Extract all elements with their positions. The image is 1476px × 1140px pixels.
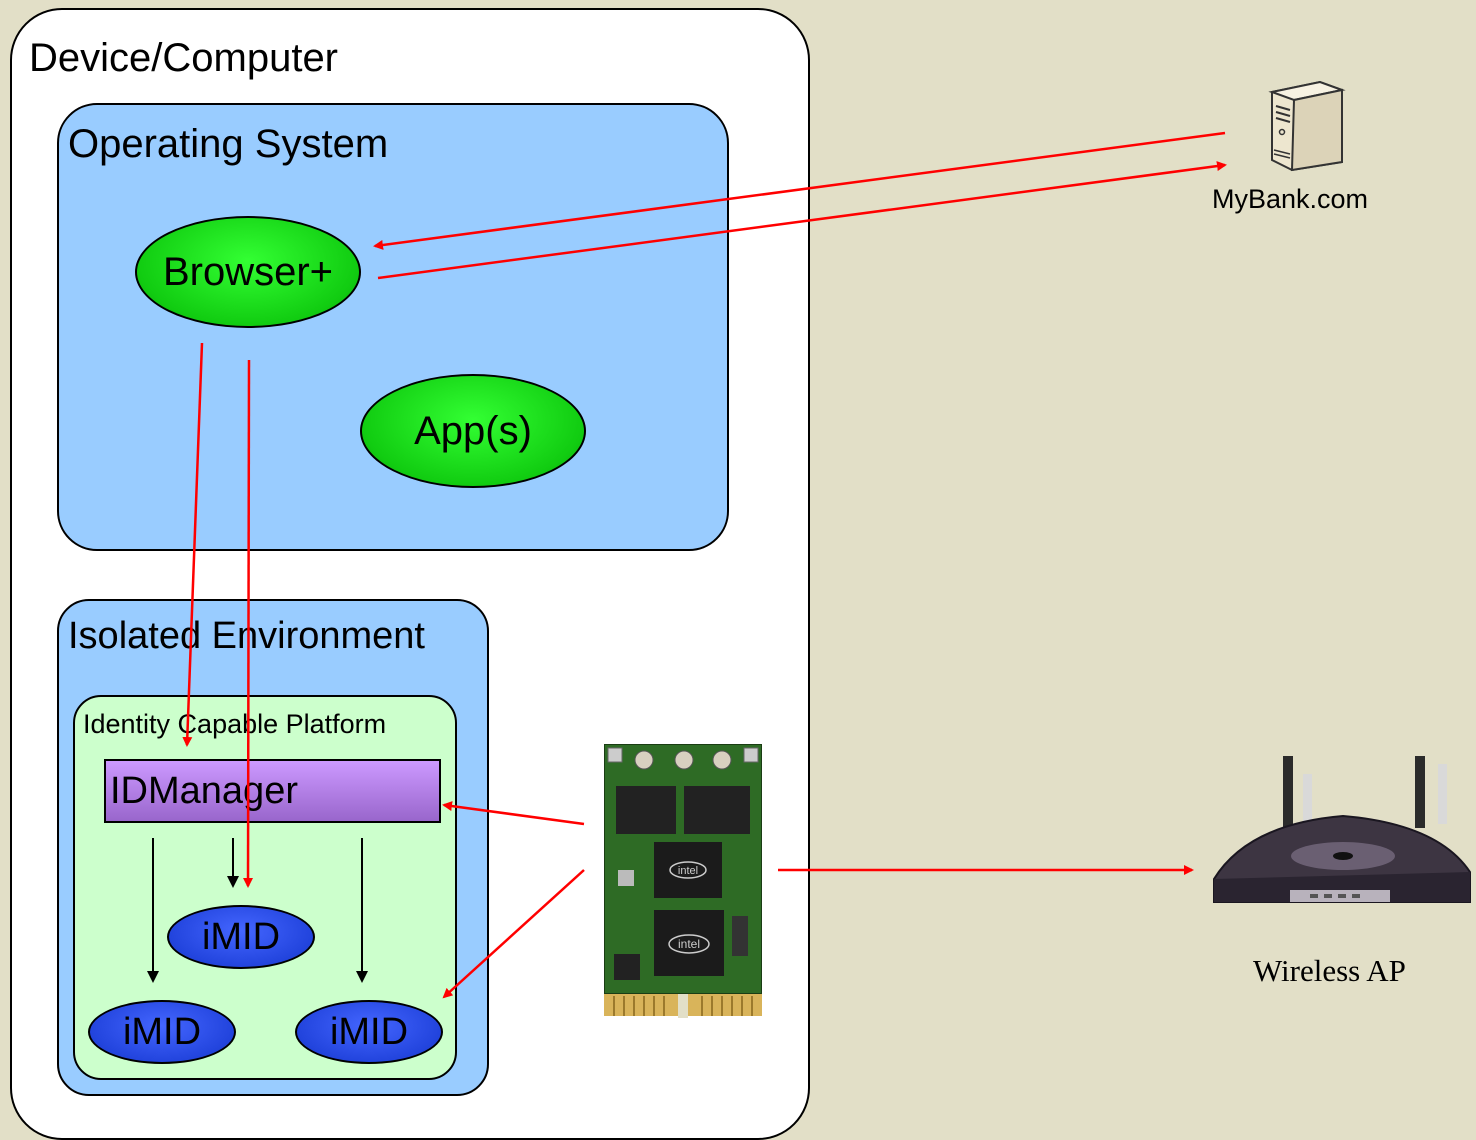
id-manager-box: IDManager: [104, 759, 441, 823]
isolated-label: Isolated Environment: [68, 615, 425, 657]
arrow-browser-to-imid: [243, 359, 254, 888]
imid-label: iMID: [122, 1010, 202, 1053]
device-label: Device/Computer: [29, 36, 339, 80]
apps-node: App(s): [360, 374, 586, 488]
imid-node-left: iMID: [88, 1000, 236, 1064]
wireless-router-icon: [1213, 756, 1471, 903]
arrow-browser-to-server: [377, 161, 1227, 280]
apps-label: App(s): [414, 408, 532, 453]
platform-label: Identity Capable Platform: [83, 709, 387, 739]
os-label: Operating System: [68, 122, 389, 166]
operating-system-box: Operating System: [57, 103, 729, 551]
arrow-server-to-browser: [373, 131, 1226, 250]
svg-text:intel: intel: [678, 865, 698, 877]
wireless-card-icon: intel intel: [604, 744, 762, 1018]
imid-node-right: iMID: [295, 1000, 443, 1064]
arrow-browser-to-idmanager: [182, 342, 204, 747]
svg-text:intel: intel: [678, 937, 700, 951]
imid-label: iMID: [201, 915, 281, 958]
server-label: MyBank.com: [1212, 184, 1369, 214]
server-tower-icon: [1268, 80, 1346, 172]
arrow-card-to-imid: [442, 869, 585, 999]
browser-node: Browser+: [135, 216, 361, 328]
id-manager-label: IDManager: [110, 769, 298, 812]
router-label: Wireless AP: [1253, 953, 1406, 988]
imid-label: iMID: [329, 1010, 409, 1053]
arrow-card-to-idmanager: [442, 801, 585, 826]
imid-node-top: iMID: [167, 905, 315, 969]
browser-label: Browser+: [162, 249, 334, 294]
